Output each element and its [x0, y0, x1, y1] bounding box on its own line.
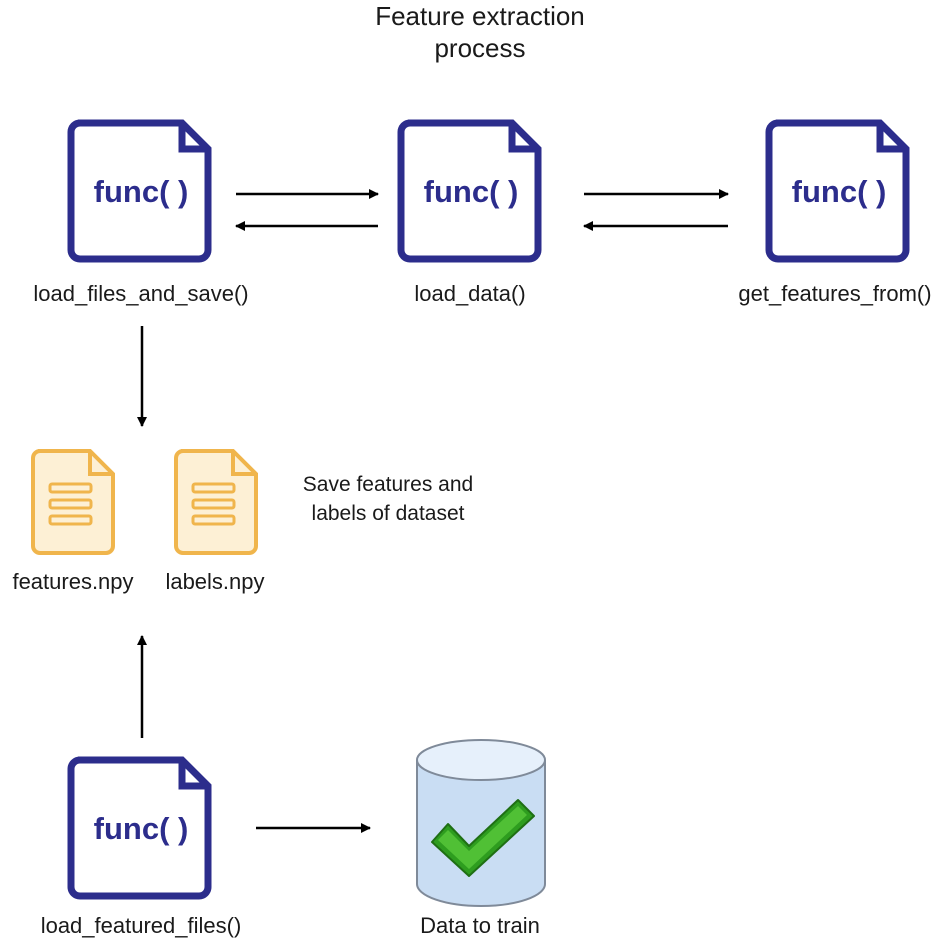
file-lines-icon	[174, 449, 258, 555]
func-document-icon: func( )	[67, 119, 212, 263]
file-label-features: features.npy	[12, 569, 134, 594]
checkmark-icon	[431, 799, 535, 877]
func-document-icon: func( )	[397, 119, 542, 263]
func-label-load-featured-files: load_featured_files()	[40, 913, 242, 938]
func-icon-text: func( )	[792, 174, 887, 209]
func-icon-text: func( )	[94, 174, 189, 209]
save-note: Save features and labels of dataset	[302, 473, 474, 525]
func-label-load-files-and-save: load_files_and_save()	[33, 281, 249, 306]
func-label-load-data: load_data()	[414, 281, 526, 306]
func-label-get-features-from: get_features_from()	[738, 281, 932, 306]
database-label: Data to train	[420, 913, 540, 938]
func-icon-text: func( )	[94, 811, 189, 846]
diagram-title: Feature extraction process	[375, 1, 585, 63]
func-document-icon: func( )	[765, 119, 910, 263]
file-lines-icon	[31, 449, 115, 555]
file-label-labels: labels.npy	[165, 569, 265, 594]
func-document-icon: func( )	[67, 756, 212, 900]
database-icon	[416, 739, 546, 907]
func-icon-text: func( )	[424, 174, 519, 209]
